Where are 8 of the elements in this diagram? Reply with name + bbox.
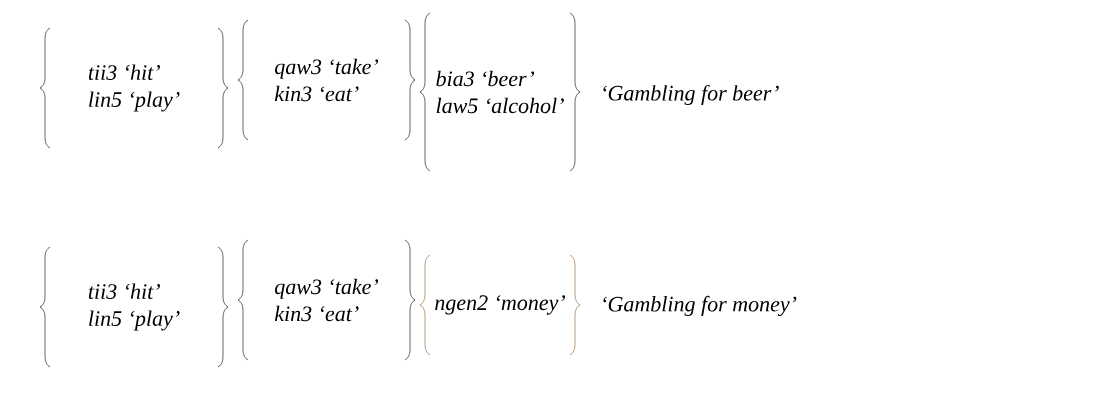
- gloss-text: ‘Gambling for beer’: [603, 84, 779, 106]
- word-list: tii3 ‘hit’ lin5 ‘play’: [88, 283, 180, 331]
- gloss-text: ‘Gambling for money’: [603, 295, 797, 317]
- word-list: qaw3 ‘take’ kin3 ‘eat’: [274, 278, 379, 322]
- word-list: qaw3 ‘take’ kin3 ‘eat’: [274, 58, 379, 102]
- word-list: bia3 ‘beer’ law5 ‘alcohol’: [436, 70, 564, 114]
- word-list: ngen2 ‘money’: [435, 295, 565, 315]
- word-list: tii3 ‘hit’ lin5 ‘play’: [88, 64, 180, 112]
